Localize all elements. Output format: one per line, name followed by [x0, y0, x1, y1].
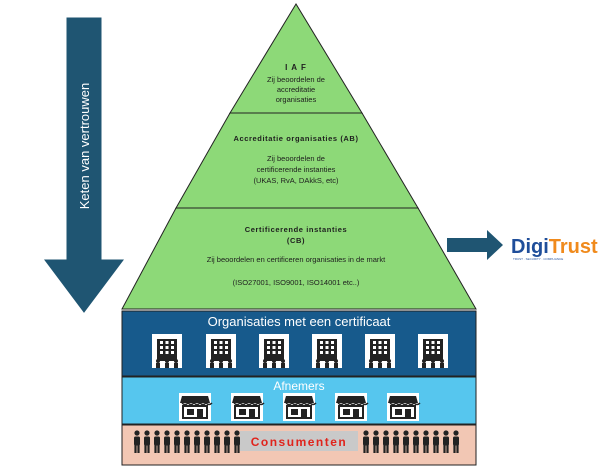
storefront-icon [386, 392, 421, 422]
cb-title-abbrev: (CB) [287, 236, 305, 245]
logo-trust: Trust [549, 236, 598, 258]
down-arrow-shape [44, 17, 124, 313]
cb-line-2: (ISO27001, ISO9001, ISO14001 etc..) [233, 278, 360, 287]
logo-text: DigiTrust [511, 236, 598, 258]
accreditation-pyramid: I A F Zij beoordelen de accreditatie org… [121, 3, 477, 310]
iaf-line-3: organisaties [276, 95, 317, 104]
iaf-title: I A F [285, 63, 307, 72]
trust-chain-arrow: Keten van vertrouwen [44, 17, 124, 313]
ab-line-2: certificerende instanties [257, 165, 336, 174]
storefront-icon [282, 392, 317, 422]
band-organisaties-title: Organisaties met een certificaat [208, 314, 391, 329]
digitrust-logo: DigiTrust TRUST · SECURITY · COMPLIANCE [511, 236, 598, 261]
right-arrow-shape [447, 230, 503, 260]
office-building-people-icon [206, 334, 236, 368]
office-building-people-icon [312, 334, 342, 368]
iaf-line-1: Zij beoordelen de [267, 75, 325, 84]
iaf-line-2: accreditatie [277, 85, 315, 94]
storefront-icon [178, 392, 213, 422]
cb-line-1: Zij beoordelen en certificeren organisat… [207, 255, 386, 264]
logo-digi: Digi [511, 236, 549, 258]
ab-line-3: (UKAS, RvA, DAkkS, etc) [253, 176, 339, 185]
trust-chain-label: Keten van vertrouwen [77, 83, 92, 209]
band-organisaties: Organisaties met een certificaat [121, 310, 477, 377]
consumenten-label-bg [240, 431, 358, 451]
band-afnemers-title: Afnemers [273, 379, 324, 393]
band-afnemers: Afnemers [121, 376, 477, 425]
office-building-people-icon [259, 334, 289, 368]
ab-line-1: Zij beoordelen de [267, 154, 325, 163]
ab-title: Accreditatie organisaties (AB) [233, 134, 358, 143]
logo-tagline: TRUST · SECURITY · COMPLIANCE [513, 257, 563, 261]
office-building-people-icon [365, 334, 395, 368]
office-building-people-icon [418, 334, 448, 368]
office-building-people-icon [152, 334, 182, 368]
cb-title: Certificerende instanties [245, 225, 348, 234]
band-consumenten-title: Consumenten [251, 435, 348, 449]
band-consumenten: Consumenten [121, 424, 477, 466]
storefront-icon [230, 392, 265, 422]
pyramid-level-cb [121, 207, 477, 310]
storefront-icon [334, 392, 369, 422]
